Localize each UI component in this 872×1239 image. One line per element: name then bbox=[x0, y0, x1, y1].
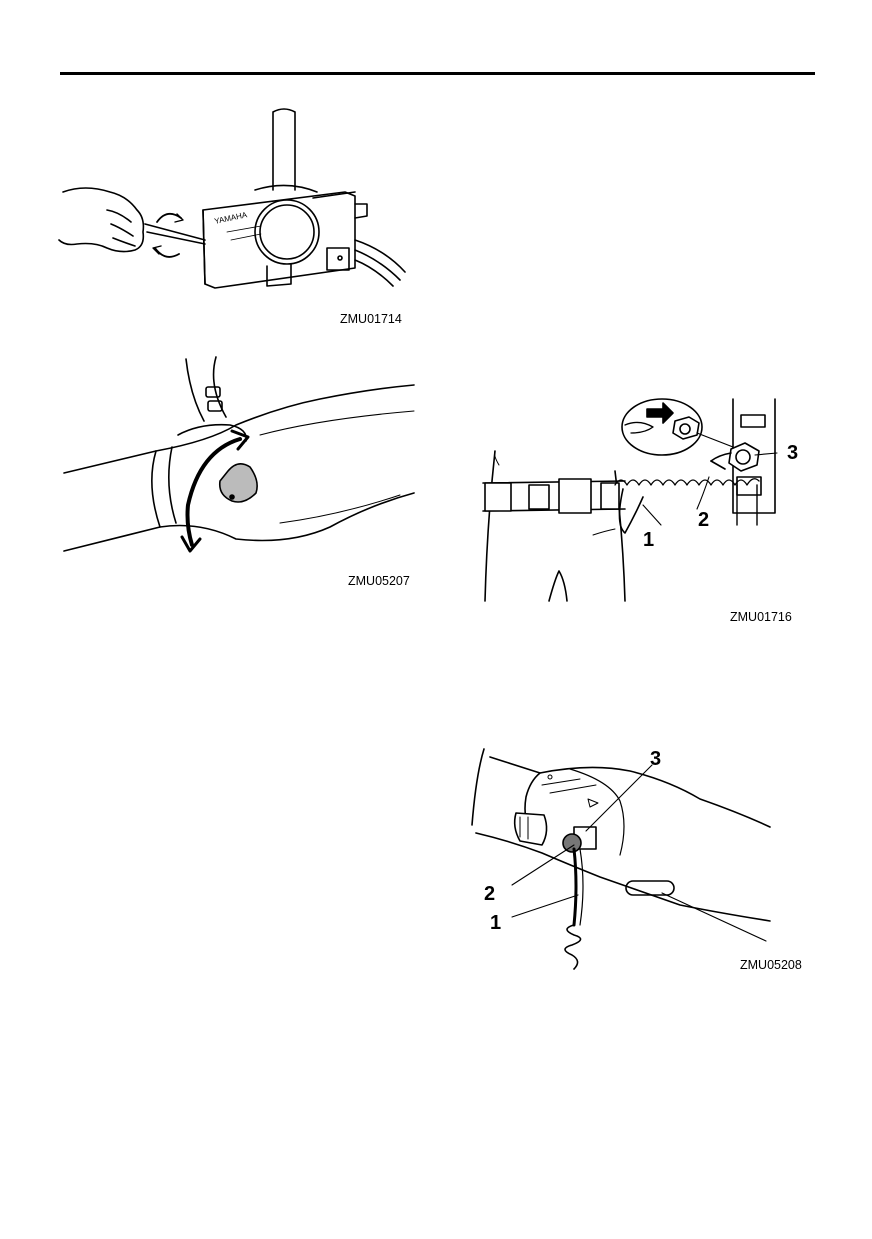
callout-1: 1 bbox=[643, 529, 655, 551]
remote-control-box-illustration: YAMAHA bbox=[58, 108, 406, 289]
callout-2: 2 bbox=[484, 883, 496, 905]
callout-1: 1 bbox=[490, 912, 502, 934]
tiller-stop-switch-illustration bbox=[471, 748, 771, 970]
tiller-handle-illustration bbox=[63, 356, 415, 553]
callout-3: 3 bbox=[787, 442, 799, 464]
remote-box-brand-text: YAMAHA bbox=[214, 210, 249, 226]
callout-3: 3 bbox=[650, 748, 662, 770]
figure-code: ZMU01714 bbox=[340, 312, 402, 326]
header-rule bbox=[60, 72, 815, 75]
figure-engine-stop-lanyard-remote: 1 2 3 bbox=[475, 385, 815, 605]
figure-code: ZMU01716 bbox=[730, 610, 792, 624]
figure-remote-control-friction-adjust: YAMAHA bbox=[55, 100, 415, 300]
figure-code: ZMU05208 bbox=[740, 958, 802, 972]
figure-tiller-throttle-friction bbox=[60, 355, 420, 565]
figure-engine-stop-lanyard-tiller: 3 2 1 bbox=[470, 745, 780, 970]
callout-2: 2 bbox=[698, 509, 710, 531]
lanyard-belt-illustration bbox=[482, 398, 778, 602]
figure-code: ZMU05207 bbox=[348, 574, 410, 588]
